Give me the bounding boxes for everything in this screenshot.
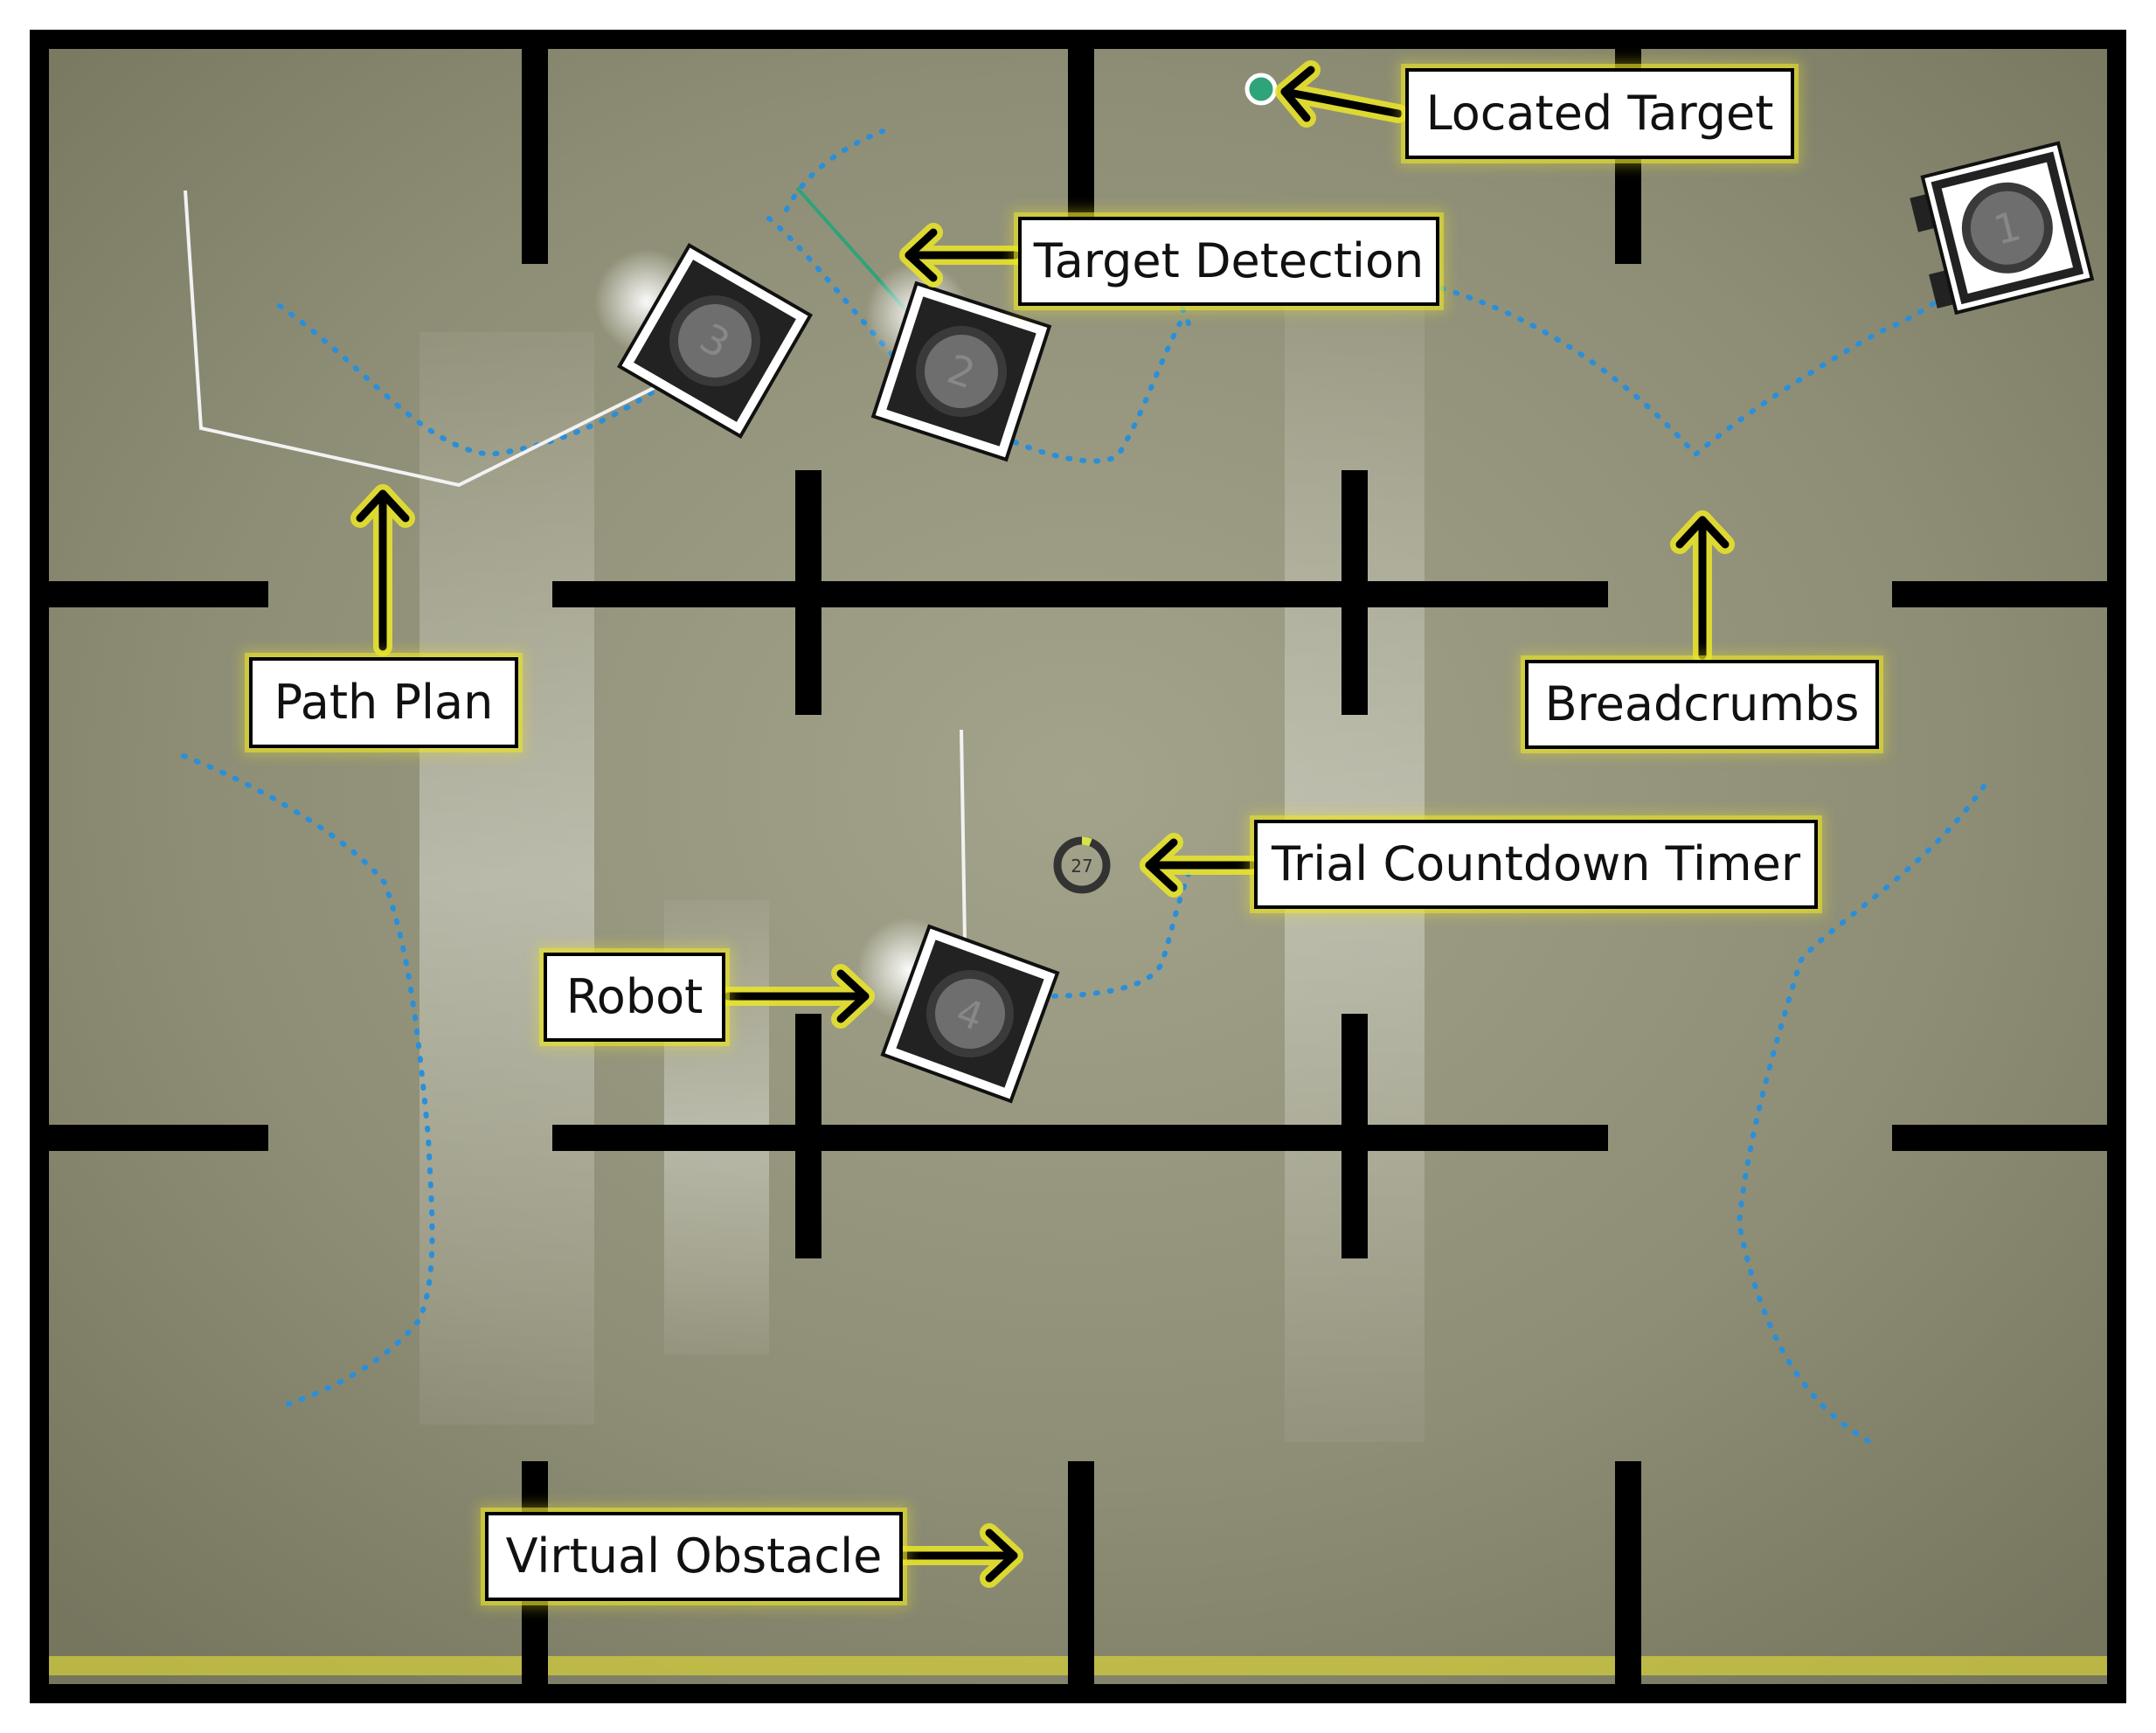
timer-value: 27	[1071, 856, 1092, 877]
robot-icon: 4	[880, 924, 1060, 1104]
arrow-icon	[1280, 87, 1403, 118]
breadcrumb-trails	[181, 128, 1986, 1445]
path-plan-line	[184, 190, 683, 488]
robot-icon: 2	[870, 281, 1052, 462]
robot-icon: 1	[1910, 141, 2095, 315]
callout-arrows	[350, 60, 1735, 1588]
target-dot-icon	[1244, 73, 1278, 106]
robot-icon: 3	[616, 242, 814, 440]
countdown-ring-icon	[1053, 836, 1111, 894]
